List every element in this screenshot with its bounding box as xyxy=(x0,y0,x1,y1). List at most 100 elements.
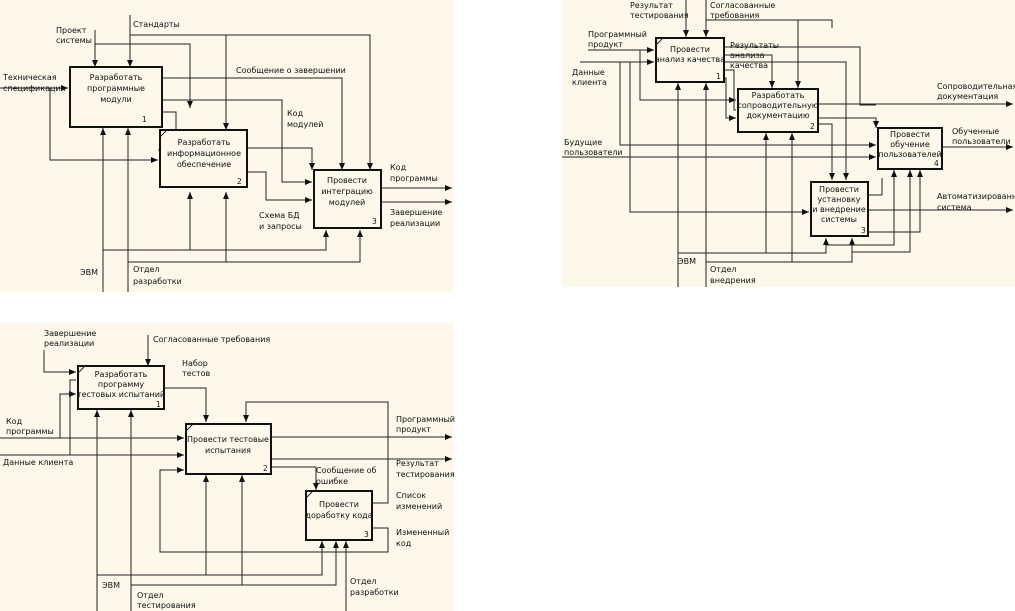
d1-label-schema-2: и запросы xyxy=(259,222,302,231)
d1-label-kodmod-1: Код xyxy=(287,109,304,118)
d3-box-1 xyxy=(77,365,165,410)
d2-label-rezanaliz-3: качества xyxy=(730,61,768,70)
d3-box2-line1: Провести тестовые xyxy=(187,435,269,444)
d2-box3-line3: и внедрение xyxy=(812,205,866,214)
d2-label-avtom-2: система xyxy=(937,203,972,212)
d1-box-2 xyxy=(159,129,248,188)
d3-label-izmkod-1: Измененный xyxy=(396,528,449,537)
d3-label-otdeltest-1: Отдел xyxy=(137,591,164,600)
d2-label-rezanaliz-2: анализа xyxy=(730,51,765,60)
d1-box-3 xyxy=(313,169,382,229)
d1-box-1 xyxy=(69,66,163,128)
d1-label-zaversh-1: Завершение xyxy=(390,208,442,217)
d2-box2-line3: документацию xyxy=(746,111,809,120)
d3-label-kodprog-2: программы xyxy=(6,427,54,436)
d3-label-reztest-2: тестирования xyxy=(396,470,455,479)
d2-box4-num: 4 xyxy=(934,159,939,168)
d3-label-progprod-2: продукт xyxy=(396,425,431,434)
diagram-3-boxes: Разработать программу тестовых испытаний… xyxy=(77,365,373,541)
d1-label-otdel-2: разработки xyxy=(133,277,182,286)
d3-label-nabor-1: Набор xyxy=(182,359,208,368)
diagram-2-arrows xyxy=(562,0,1013,287)
d1-label-kodprog-1: Код xyxy=(390,163,407,172)
d2-label-progprod-1: Программный xyxy=(588,30,647,39)
d2-label-dannye-1: Данные xyxy=(572,68,605,77)
d3-label-otdelrazr-1: Отдел xyxy=(350,577,377,586)
d2-box4-line2: обучение xyxy=(890,140,930,149)
diagram-1-boxes: Разработать программные модули 1 Разрабо… xyxy=(69,66,382,229)
d2-box1-line1: Провести xyxy=(670,45,710,54)
d3-box1-line3: тестовых испытаний xyxy=(77,390,165,399)
d3-label-zaversh-1: Завершение xyxy=(44,329,96,338)
d2-box3-line4: системы xyxy=(821,215,857,224)
d2-label-buduch-1: Будущие xyxy=(564,138,602,147)
d3-label-dannye: Данные клиента xyxy=(3,458,73,467)
d3-label-progprod-1: Программный xyxy=(396,415,455,424)
diagram-1-arrows xyxy=(0,15,452,292)
d1-box2-line1: Разработать xyxy=(178,138,231,147)
d3-box-2 xyxy=(185,423,272,475)
d1-box3-line3: модулей xyxy=(329,198,365,207)
d3-box2-line2: испытания xyxy=(205,446,251,455)
diagram-1-labels: Проект системы Стандарты Техническая спе… xyxy=(2,20,442,286)
d1-label-kodprog-2: программы xyxy=(390,174,438,183)
d1-label-otdel-1: Отдел xyxy=(133,265,160,274)
d2-label-obuch-1: Обученные xyxy=(952,127,999,136)
d2-box2-line1: Разработать xyxy=(752,91,805,100)
diagram-2-boxes: Провести анализ качества 1 Разработать с… xyxy=(655,37,943,237)
d2-label-rezanaliz-1: Результаты xyxy=(730,41,779,50)
d1-label-evm: ЭВМ xyxy=(80,268,98,277)
d3-box2-num: 2 xyxy=(263,464,268,473)
d2-label-soprdoc-2: документация xyxy=(937,92,998,101)
d2-label-progprod-2: продукт xyxy=(588,40,623,49)
d2-box2-num: 2 xyxy=(810,122,815,131)
d1-label-proekt-1: Проект xyxy=(56,26,87,35)
d2-label-evm: ЭВМ xyxy=(678,257,696,266)
d2-box-2 xyxy=(737,88,819,133)
d1-label-kodmod-2: модулей xyxy=(287,120,323,129)
diagram-3-labels: Завершение реализации Согласованные треб… xyxy=(3,329,455,610)
d2-box3-num: 3 xyxy=(861,226,866,235)
d3-box3-num: 3 xyxy=(364,530,369,539)
d3-label-reztest-1: Результат xyxy=(396,459,439,468)
d2-box4-line1: Провести xyxy=(890,130,930,139)
d1-label-zaversh-2: реализации xyxy=(390,219,440,228)
d1-label-standarty: Стандарты xyxy=(133,20,180,29)
d3-label-nabor-2: тестов xyxy=(182,369,211,378)
d1-label-soobsh: Сообщение о завершении xyxy=(236,66,346,75)
d3-label-soobshosh-1: Сообщение об xyxy=(316,466,377,475)
d3-box3-line2: доработку кода xyxy=(305,511,372,520)
d2-box3-line2: установку xyxy=(817,195,860,204)
d3-label-izmkod-2: код xyxy=(396,539,412,548)
d2-label-obuch-2: пользователи xyxy=(952,137,1011,146)
d1-box1-line2: программные xyxy=(87,84,145,93)
d2-box2-line2: сопроводительную xyxy=(738,101,819,110)
d1-box2-line3: обеспечение xyxy=(177,160,231,169)
d3-label-spisok-2: изменений xyxy=(396,502,442,511)
diagram-3-arrows xyxy=(0,335,452,611)
d1-label-tech-1: Техническая xyxy=(2,73,57,82)
d2-label-avtom-1: Автоматизированная xyxy=(937,192,1015,201)
d1-box1-line1: Разработать xyxy=(90,73,143,82)
d2-box-1 xyxy=(655,37,725,83)
d3-label-soobshosh-2: ошибке xyxy=(316,477,348,486)
d3-label-sogltreb: Согласованные требования xyxy=(153,335,270,344)
d2-label-reztest-2: тестирования xyxy=(630,11,689,20)
d2-box1-num: 1 xyxy=(716,72,721,81)
d2-box1-line2: анализ качества xyxy=(655,55,725,64)
d2-label-sogltreb-2: требования xyxy=(710,11,760,20)
d3-label-spisok-1: Список xyxy=(396,491,426,500)
d1-label-proekt-2: системы xyxy=(56,36,92,45)
d1-box3-num: 3 xyxy=(372,217,377,226)
d3-box-3 xyxy=(305,490,373,541)
d2-label-otdel-1: Отдел xyxy=(710,265,737,274)
d1-label-tech-2: спецификация xyxy=(3,84,66,93)
d3-label-evm: ЭВМ xyxy=(102,581,120,590)
d1-box2-num: 2 xyxy=(237,177,242,186)
d3-box3-line1: Провести xyxy=(319,500,359,509)
d1-box2-line2: информационное xyxy=(167,149,241,158)
d1-box1-num: 1 xyxy=(142,115,147,124)
d1-box3-line1: Провести xyxy=(327,176,367,185)
d3-label-kodprog-1: Код xyxy=(6,417,23,426)
